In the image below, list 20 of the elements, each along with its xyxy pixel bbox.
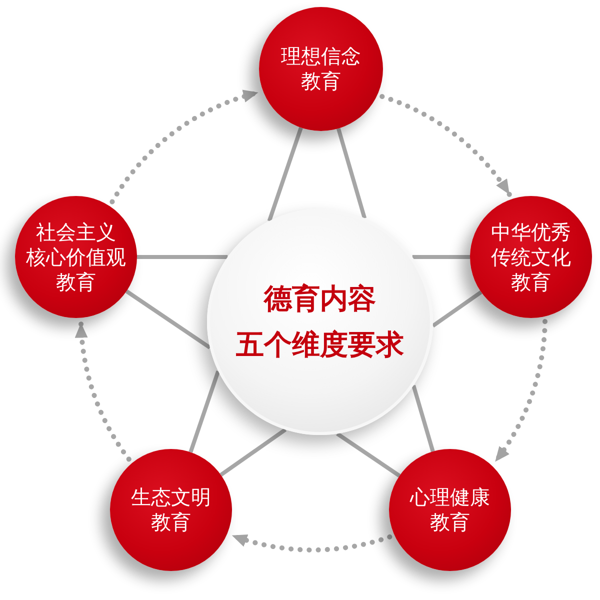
dotted-arrow bbox=[380, 94, 512, 198]
connector-line bbox=[267, 127, 303, 222]
topic-label: 心理健康教育 bbox=[410, 485, 490, 535]
connector-line bbox=[137, 255, 228, 259]
connector-line bbox=[412, 384, 435, 452]
connector-line bbox=[220, 428, 287, 477]
topic-label: 理想信念教育 bbox=[281, 44, 361, 94]
connector-line bbox=[125, 290, 212, 350]
dotted-arrow bbox=[76, 320, 132, 462]
connector-line bbox=[188, 370, 220, 453]
connector-line bbox=[432, 290, 482, 328]
topic-label: 社会主义核心价值观教育 bbox=[26, 220, 126, 294]
connector-line bbox=[412, 255, 470, 259]
hub-label: 德育内容五个维度要求 bbox=[236, 281, 404, 363]
topic-label: 生态文明教育 bbox=[131, 485, 211, 535]
dotted-arrow bbox=[492, 319, 548, 464]
topic-label: 中华优秀传统文化教育 bbox=[491, 220, 571, 294]
connector-line bbox=[336, 128, 367, 219]
dotted-arrow bbox=[110, 90, 261, 204]
connector-line bbox=[336, 432, 401, 478]
